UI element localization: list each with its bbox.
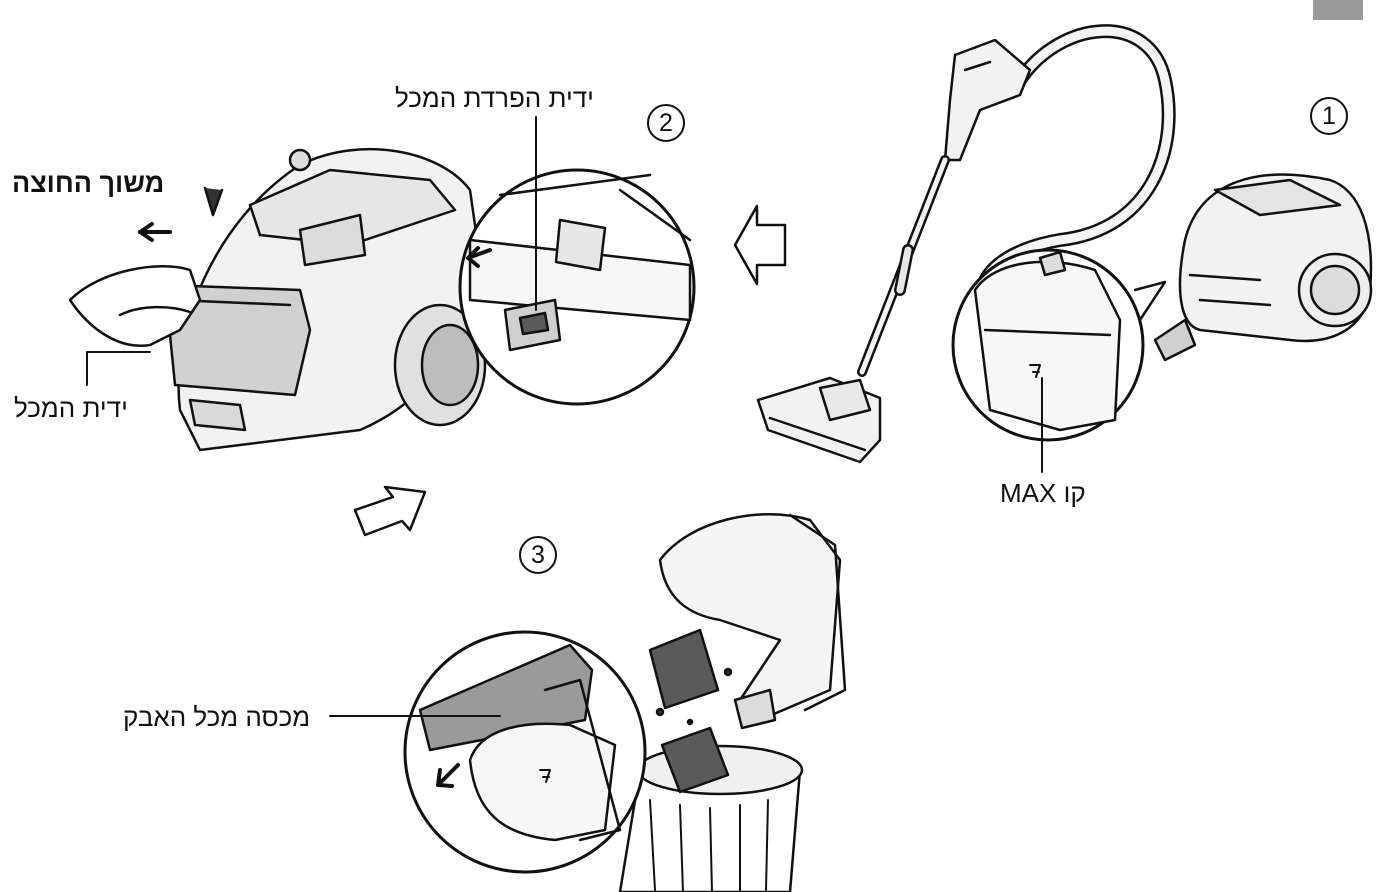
pull-out-label: משוך החוצה <box>12 168 165 198</box>
step-3-marker: 3 <box>519 536 557 574</box>
max-line-label: קו MAX <box>1000 478 1086 508</box>
step-2-marker: 2 <box>647 104 685 142</box>
vacuum-bin-removal-illustration <box>68 148 696 452</box>
bin-release-handle-label: ידית הפרדת המכל <box>395 83 594 113</box>
vacuum-full-illustration <box>756 24 1373 464</box>
dust-bin-cover-label: מכסה מכל האבק <box>123 702 311 732</box>
flow-arrow-left <box>733 204 787 286</box>
step-1-marker: 1 <box>1310 97 1348 135</box>
bin-emptying-illustration <box>353 485 847 892</box>
bin-handle-label: ידית המכל <box>14 393 128 423</box>
bin-handle-leader <box>86 351 151 386</box>
page-corner-tab <box>1313 0 1363 20</box>
